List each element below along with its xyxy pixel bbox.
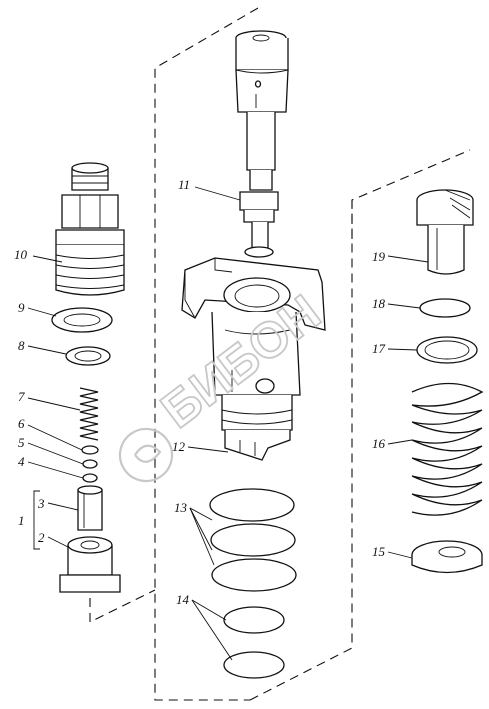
spring-plate (411, 540, 483, 574)
label-6: 6 (18, 416, 25, 431)
ring-6 (81, 445, 99, 455)
pump-housing (181, 257, 326, 461)
label-4: 4 (18, 454, 25, 469)
label-10: 10 (14, 247, 28, 262)
label-19: 19 (372, 249, 386, 264)
union-fitting (55, 162, 125, 296)
label-11: 11 (178, 177, 190, 192)
label-1: 1 (18, 513, 25, 528)
ring-13-a (209, 488, 295, 522)
center-dashed-axis (154, 7, 471, 701)
snap-ring-18 (419, 298, 471, 318)
ring-14-b (223, 651, 285, 679)
plunger-spring (411, 382, 484, 516)
valve-spring (79, 387, 99, 441)
label-2: 2 (38, 530, 45, 545)
ring-13-b (210, 523, 296, 557)
label-14: 14 (176, 592, 190, 607)
label-12: 12 (172, 439, 186, 454)
ring-13-c (211, 558, 297, 592)
label-15: 15 (372, 544, 386, 559)
label-18: 18 (372, 296, 386, 311)
label-16: 16 (372, 436, 386, 451)
delivery-valve (77, 485, 103, 531)
label-3: 3 (37, 496, 45, 511)
label-13: 13 (174, 500, 188, 515)
gasket-8 (65, 346, 111, 366)
leader-lines (27, 186, 429, 661)
label-7: 7 (18, 389, 25, 404)
label-5: 5 (18, 435, 25, 450)
ring-5 (82, 459, 98, 469)
plunger (235, 30, 289, 258)
label-8: 8 (18, 338, 25, 353)
gasket-9 (51, 307, 113, 333)
valve-seat (59, 536, 121, 593)
ring-4 (82, 473, 98, 483)
label-17: 17 (372, 341, 386, 356)
left-dashed-connector (89, 589, 156, 623)
label-9: 9 (18, 300, 25, 315)
ring-14-a (223, 606, 285, 634)
gear-sleeve (416, 189, 474, 275)
